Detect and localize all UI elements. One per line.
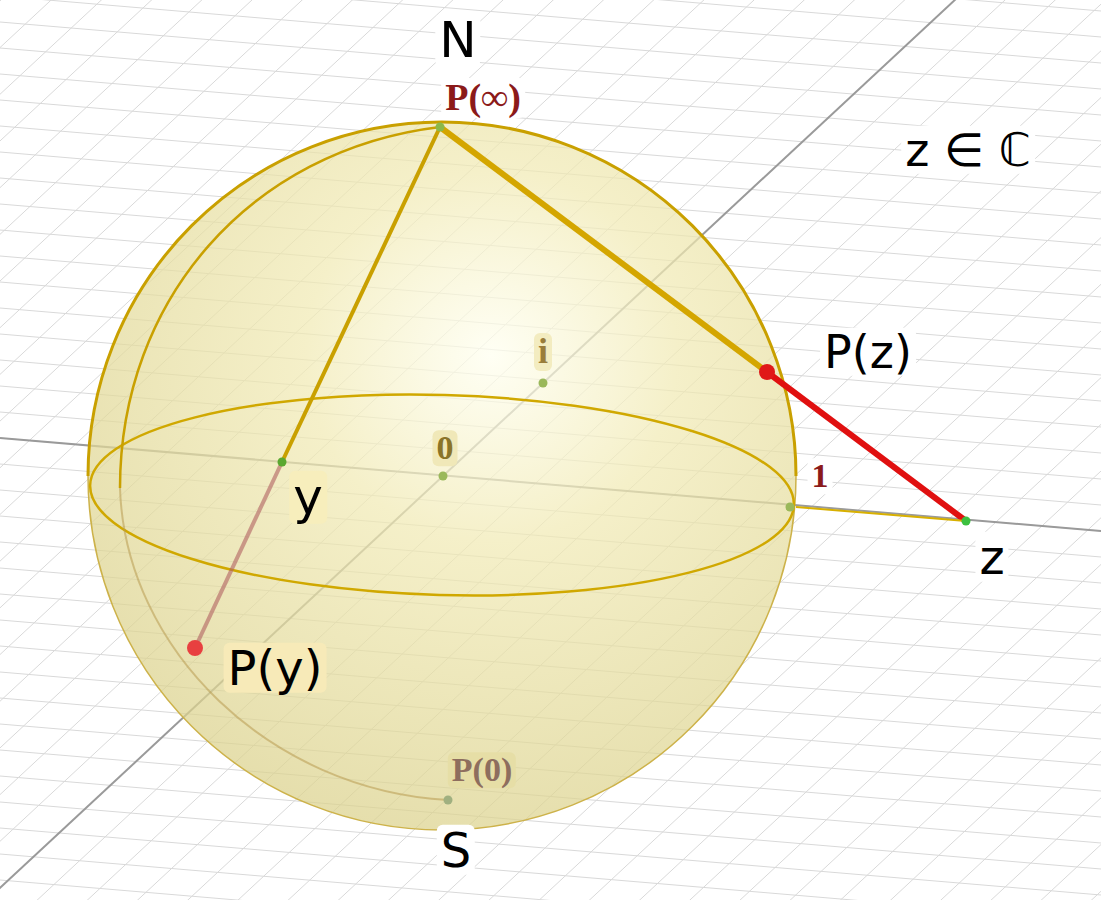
projection-ray: [440, 127, 767, 372]
grid-line: [0, 0, 1101, 11]
riemann-sphere: [88, 122, 796, 830]
point-label: z ∈ ℂ: [901, 126, 1035, 174]
origin-dot: [439, 472, 448, 481]
point-label: P(∞): [441, 78, 525, 118]
grid-line: [793, 0, 1101, 900]
grid-line: [0, 22, 1101, 115]
point-label: i: [534, 333, 552, 371]
grid-line: [0, 0, 93, 900]
axis-line: [0, 0, 1043, 900]
south-pole-dot: [444, 796, 453, 805]
points: [187, 123, 971, 805]
point-label: y: [289, 471, 327, 524]
i-dot: [539, 379, 548, 388]
z-dot: [962, 517, 971, 526]
grid-line: [0, 0, 1059, 900]
point-label: 1: [808, 458, 833, 494]
grid-line: [0, 0, 1101, 89]
meridian-lower: [120, 488, 448, 800]
projection-ray-outside: [767, 372, 966, 521]
grid-line: [0, 0, 1013, 900]
sphere-upper-outline: [88, 122, 796, 476]
point-label: z: [975, 532, 1008, 582]
grid-line: [0, 802, 1101, 895]
real-segment: [796, 507, 966, 521]
y-dot: [278, 458, 287, 467]
grid-line: [0, 854, 1101, 900]
point-label: 0: [433, 430, 458, 466]
equator: [87, 385, 796, 605]
grid-line: [747, 0, 1101, 900]
point-label: P(z): [820, 328, 916, 376]
point-label: S: [437, 825, 475, 875]
grid-line: [0, 0, 921, 900]
point-label: N: [435, 14, 480, 67]
point-label: P(y): [224, 643, 327, 693]
one-dot: [786, 503, 795, 512]
py-dot: [187, 640, 203, 656]
north-pole-dot: [436, 123, 445, 132]
projection-ray-inside: [195, 462, 282, 648]
grid-line: [11, 0, 1101, 900]
grid-line: [0, 0, 829, 900]
projection-ray-y: [282, 127, 440, 462]
meridian-upper: [120, 127, 440, 488]
pz-dot: [759, 364, 775, 380]
grid-line: [57, 0, 1101, 900]
point-label: P(0): [448, 752, 516, 788]
